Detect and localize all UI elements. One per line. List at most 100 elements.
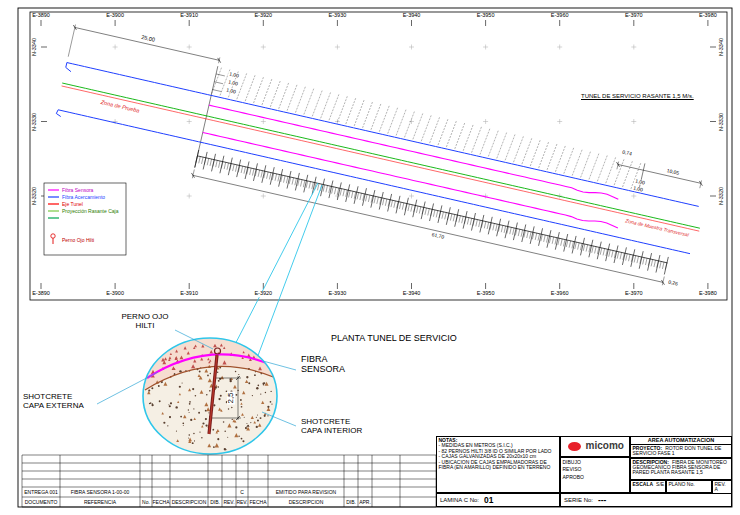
- aggregate-speck: [245, 380, 248, 383]
- legend-sample: [48, 204, 59, 205]
- bolt-mark: [664, 257, 668, 275]
- bolt-hatch: [497, 132, 507, 158]
- rock-dot: [194, 440, 195, 441]
- callout-label: SHOTCRETE CAPA EXTERNA: [22, 393, 94, 411]
- rock-dot: [238, 436, 239, 437]
- shotcrete-texture: [394, 201, 396, 208]
- table-rule: [60, 455, 61, 507]
- shotcrete-texture: [218, 161, 220, 168]
- bolt-mark: [614, 245, 618, 263]
- shotcrete-texture: [645, 258, 647, 265]
- rock-dot: [159, 400, 161, 402]
- aggregate-speck: [220, 344, 223, 347]
- rock-dot: [244, 417, 245, 418]
- bolt-mark: [362, 188, 366, 206]
- aggregate-speck: [258, 367, 262, 371]
- shotcrete-texture: [343, 189, 345, 196]
- sheet-number-cell: LAMINA C No:01: [436, 493, 560, 507]
- bolt-hatch: [614, 159, 624, 185]
- grid-cross: [633, 119, 634, 124]
- table-cell: DIB.: [210, 500, 220, 505]
- grid-coordinate: E-3980: [698, 13, 718, 19]
- table-rule: [170, 455, 171, 507]
- grid-cross: [411, 45, 412, 50]
- grid-coordinate: E-3940: [402, 291, 422, 297]
- bolt-mark: [413, 200, 417, 218]
- aggregate-speck: [200, 357, 203, 360]
- shotcrete-texture: [295, 178, 297, 185]
- drawing-title: TUNEL DE SERVICIO RASANTE 1,5 M/s.: [580, 93, 695, 99]
- bolt-mark: [564, 234, 568, 252]
- dimension-tick: [73, 25, 76, 30]
- rock-dot: [210, 373, 211, 374]
- detail-fill: [140, 330, 280, 457]
- aggregate-speck: [204, 369, 208, 373]
- aggregate-speck: [176, 439, 179, 442]
- bolt-hatch: [472, 126, 482, 152]
- grid-frame: [30, 12, 727, 300]
- shotcrete-texture: [366, 194, 368, 201]
- table-cell: FECHA: [250, 500, 267, 505]
- rock-dot: [260, 393, 261, 394]
- bolt-mark: [639, 251, 643, 269]
- rock-dot: [254, 374, 256, 376]
- aggregate-speck: [193, 359, 196, 362]
- rock-dot: [206, 394, 208, 396]
- shotcrete-texture: [592, 246, 594, 253]
- rock-dot: [227, 437, 228, 438]
- grid-cross: [559, 119, 560, 124]
- aggregate-speck: [206, 407, 210, 411]
- rock-dot: [174, 373, 175, 374]
- rock-dot: [228, 408, 229, 409]
- bolt-hatch: [623, 161, 633, 187]
- bolt-mark: [279, 169, 283, 187]
- bolt-hatch: [606, 157, 616, 183]
- aggregate-speck: [227, 423, 231, 427]
- grid-tick: [411, 283, 412, 289]
- shotcrete-texture: [453, 214, 455, 221]
- bolt-mark: [606, 244, 610, 262]
- aggregate-speck: [172, 366, 176, 370]
- bolt-stem-symbol: [53, 238, 54, 244]
- shotcrete-texture: [360, 193, 362, 200]
- shotcrete-texture: [569, 241, 571, 248]
- node-text: DIBUJO: [563, 459, 628, 467]
- dimension-tick: [236, 376, 240, 380]
- shotcrete-texture: [284, 176, 286, 183]
- rock-dot: [229, 378, 231, 380]
- aggregate-speck: [258, 423, 261, 426]
- extension-line: [68, 25, 75, 57]
- node-text: ---: [598, 496, 606, 505]
- grid-coordinate: E-3920: [253, 291, 273, 297]
- bolt-hatch: [371, 103, 381, 129]
- drawing-frame: [18, 8, 732, 507]
- bolt-mark: [404, 198, 408, 216]
- shotcrete-texture: [235, 165, 237, 172]
- grid-tick: [41, 47, 47, 48]
- table-cell: FECHA: [153, 500, 170, 505]
- node-text: A: [715, 487, 730, 492]
- aggregate-speck: [184, 346, 187, 349]
- grid-tick: [263, 20, 264, 26]
- shotcrete-texture: [252, 169, 254, 176]
- aggregate-speck: [215, 431, 218, 434]
- bolt-mark: [505, 221, 509, 239]
- shotcrete-texture: [459, 216, 461, 223]
- rock-dot: [168, 404, 169, 405]
- aggregate-speck: [242, 391, 245, 394]
- rock-dot: [231, 407, 232, 408]
- bolt-mark: [539, 228, 543, 246]
- legend-sample: [51, 234, 55, 244]
- rock-dot: [213, 446, 215, 448]
- node-text: DESCRIPCION:: [633, 459, 669, 465]
- table-rule: [22, 479, 436, 480]
- bolt-hatch: [539, 142, 549, 168]
- aggregate-speck: [218, 408, 221, 411]
- dimension-label: 1,00: [228, 71, 241, 78]
- shotcrete-texture: [241, 166, 243, 173]
- dimension-label: 1,00: [633, 178, 646, 185]
- tunnel-plan: [56, 63, 700, 275]
- shotcrete-texture: [470, 218, 472, 225]
- bolt-mark: [295, 173, 299, 191]
- legend-text: Eje Tunel: [62, 202, 83, 207]
